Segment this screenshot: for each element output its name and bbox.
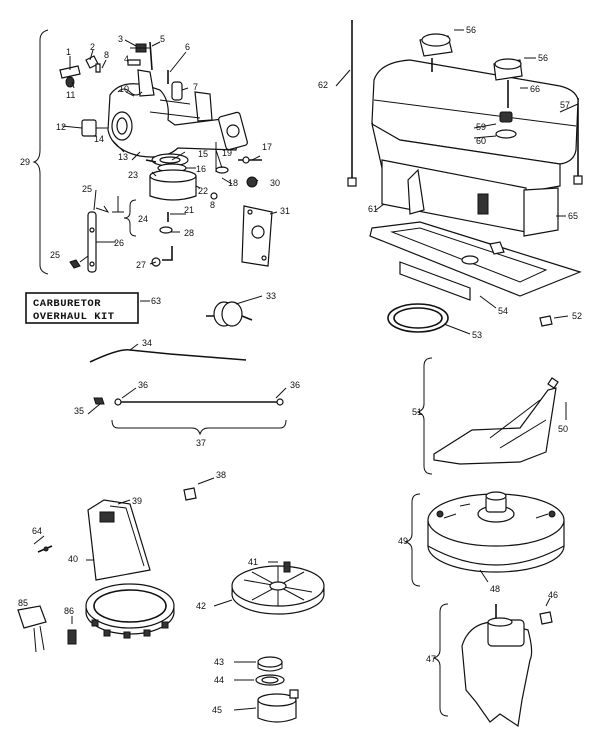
fuel-filter: 33 [206, 291, 276, 327]
kit-line-2: OVERHAUL KIT [33, 311, 115, 323]
label-25b: 25 [50, 250, 60, 260]
carburetor-labels: 1 2 8 3 4 5 6 7 10 11 12 14 13 15 16 23 … [20, 34, 290, 270]
label-28: 28 [184, 228, 194, 238]
label-66: 66 [530, 84, 540, 94]
label-17: 17 [262, 142, 272, 152]
label-1: 1 [66, 47, 71, 57]
label-57: 57 [560, 100, 570, 110]
label-10: 10 [119, 84, 129, 94]
label-35: 35 [74, 406, 84, 416]
label-5: 5 [160, 34, 165, 44]
label-38: 38 [216, 470, 226, 480]
label-36b: 36 [290, 380, 300, 390]
label-60: 60 [476, 136, 486, 146]
label-25: 25 [82, 184, 92, 194]
label-41: 41 [248, 557, 258, 567]
label-36a: 36 [138, 380, 148, 390]
label-50: 50 [558, 424, 568, 434]
label-44: 44 [214, 675, 224, 685]
label-52: 52 [572, 311, 582, 321]
label-61: 61 [368, 204, 378, 214]
label-33: 33 [266, 291, 276, 301]
label-40: 40 [68, 554, 78, 564]
label-8b: 8 [210, 200, 215, 210]
air-cleaner-base: 54 53 52 [369, 221, 582, 340]
label-30: 30 [270, 178, 280, 188]
label-31: 31 [280, 206, 290, 216]
label-23: 23 [128, 170, 138, 180]
label-56a: 56 [466, 25, 476, 35]
label-53: 53 [472, 330, 482, 340]
throttle-cable: 34 [89, 338, 247, 363]
label-2: 2 [90, 42, 95, 52]
label-6: 6 [185, 42, 190, 52]
label-45: 45 [212, 705, 222, 715]
label-21: 21 [184, 205, 194, 215]
label-48: 48 [490, 584, 500, 594]
label-7: 7 [193, 82, 198, 92]
label-59: 59 [476, 122, 486, 132]
carburetor-overhaul-kit: CARBURETOR OVERHAUL KIT 63 [25, 292, 161, 324]
label-49: 49 [398, 536, 408, 546]
carburetor-body [107, 69, 248, 158]
label-51: 51 [412, 407, 422, 417]
label-64: 64 [32, 526, 42, 536]
label-18: 18 [228, 178, 238, 188]
label-14: 14 [94, 134, 104, 144]
governor-link-rod: 36 36 35 37 [74, 380, 300, 448]
label-43: 43 [214, 657, 224, 667]
label-56b: 56 [538, 53, 548, 63]
label-65: 65 [568, 211, 578, 221]
label-37: 37 [196, 438, 206, 448]
label-12: 12 [56, 122, 66, 132]
label-24: 24 [138, 214, 148, 224]
carburetor-small-parts [59, 41, 273, 273]
label-47: 47 [426, 654, 436, 664]
label-22: 22 [198, 186, 208, 196]
label-16: 16 [196, 164, 206, 174]
label-42: 42 [196, 601, 206, 611]
label-62: 62 [318, 80, 328, 90]
ignition-group: 38 39 40 64 85 86 41 [17, 470, 325, 723]
label-85: 85 [18, 598, 28, 608]
label-39: 39 [132, 496, 142, 506]
label-27: 27 [136, 260, 146, 270]
label-11: 11 [66, 90, 75, 100]
label-8: 8 [104, 50, 109, 60]
flywheel-group: 51 50 49 48 46 47 [398, 357, 568, 728]
label-13: 13 [118, 152, 128, 162]
label-34: 34 [142, 338, 152, 348]
label-3: 3 [118, 34, 123, 44]
label-26: 26 [114, 238, 124, 248]
label-19: 19 [222, 148, 232, 158]
label-63: 63 [151, 296, 161, 306]
label-46: 46 [548, 590, 558, 600]
label-4: 4 [124, 54, 129, 64]
carburetor-group [32, 29, 278, 275]
label-15: 15 [198, 149, 208, 159]
label-29: 29 [20, 157, 30, 167]
label-86: 86 [64, 606, 74, 616]
label-54: 54 [498, 306, 508, 316]
air-cleaner-group: 56 56 66 57 59 60 62 61 65 [318, 20, 583, 237]
kit-line-1: CARBURETOR [33, 298, 101, 310]
